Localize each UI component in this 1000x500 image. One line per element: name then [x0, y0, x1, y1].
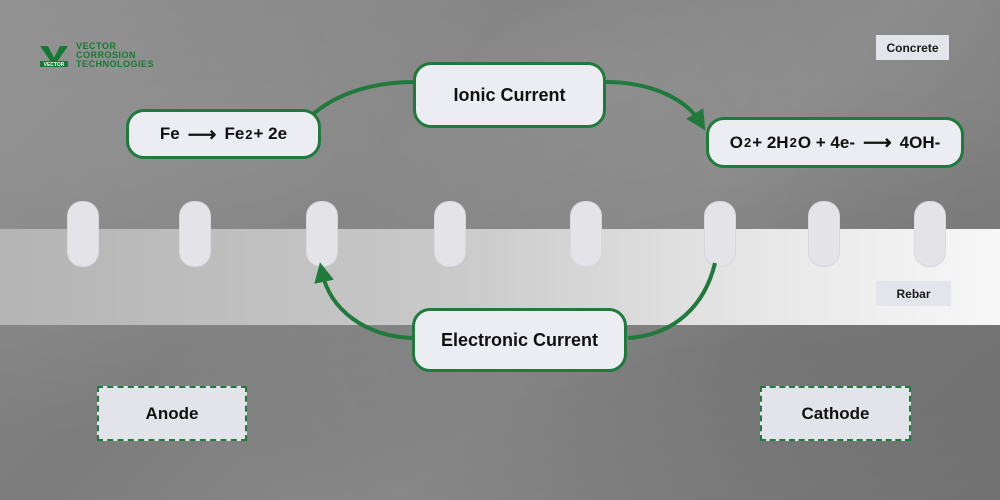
logo-mark-text: VECTOR — [44, 62, 65, 68]
electronic-current-arrow-right — [627, 262, 717, 340]
ionic-current-arrow-right — [604, 80, 706, 131]
ionic-current-arrow-left — [303, 80, 416, 124]
anode-product-subscript: 2 — [245, 126, 253, 142]
anode-electrons: + 2e — [253, 124, 288, 143]
anode-box: Anode — [97, 386, 247, 441]
cathode-oxygen-subscript: 2 — [743, 135, 752, 150]
cathode-oxygen: O — [729, 132, 743, 152]
rebar-rib — [808, 201, 840, 267]
logo-wordmark: VECTOR CORROSION TECHNOLOGIES — [76, 42, 154, 69]
rebar-rib — [704, 201, 736, 267]
cathode-product: 4OH- — [899, 132, 941, 152]
vector-v-icon: VECTOR — [40, 45, 68, 68]
cathode-water-suffix: O + 4e- — [797, 132, 855, 152]
reaction-arrow-icon: ⟶ — [187, 123, 217, 146]
rebar-rib — [914, 201, 946, 267]
logo-line: VECTOR — [76, 41, 117, 51]
rebar-rib — [434, 201, 466, 267]
cathode-water-subscript: 2 — [789, 135, 797, 150]
reaction-arrow-icon: ⟶ — [862, 132, 892, 154]
vector-logo: VECTOR VECTOR CORROSION TECHNOLOGIES — [38, 42, 154, 69]
rebar-label: Rebar — [876, 281, 951, 306]
electronic-current-label: Electronic Current — [412, 308, 627, 372]
electronic-current-arrow-left — [314, 262, 413, 340]
anode-product: Fe — [224, 124, 245, 143]
concrete-label: Concrete — [876, 35, 949, 60]
logo-line: CORROSION — [76, 50, 137, 60]
rebar-rib — [67, 201, 99, 267]
anode-reactant: Fe — [159, 124, 180, 143]
rebar-rib — [570, 201, 602, 267]
cathode-water-prefix: + 2H — [752, 132, 789, 152]
rebar-rib — [306, 201, 338, 267]
rebar-rib — [179, 201, 211, 267]
logo-line: TECHNOLOGIES — [76, 59, 155, 69]
ionic-current-label: Ionic Current — [413, 62, 606, 128]
cathode-box: Cathode — [760, 386, 911, 441]
